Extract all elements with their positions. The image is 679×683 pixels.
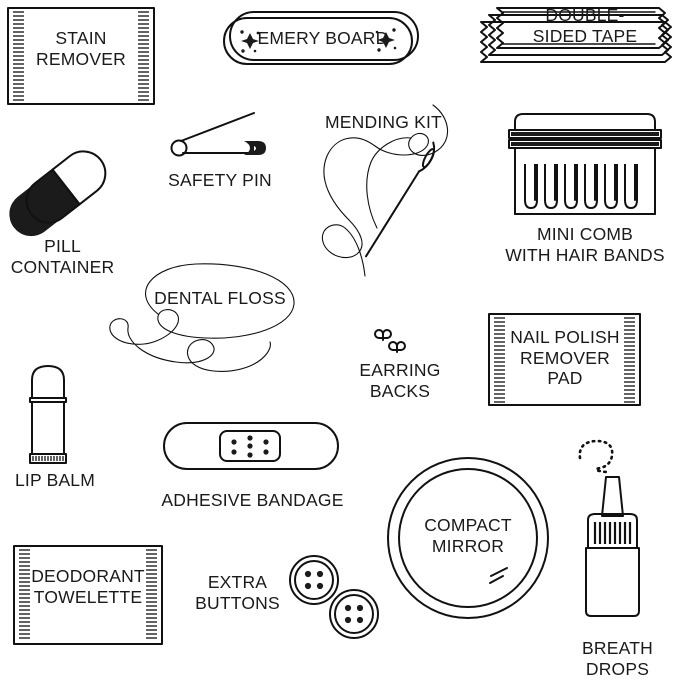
button-icon	[289, 555, 379, 639]
label-emery-board: EMERY BOARD	[257, 28, 389, 48]
tape-strips-icon	[480, 7, 672, 63]
item-safety-pin[interactable]	[168, 108, 278, 163]
label-breath-drops: BREATH DROPS	[582, 638, 653, 679]
label-deodorant-towelette: DEODORANT TOWELETTE	[31, 566, 145, 607]
item-breath-drops[interactable]	[572, 436, 664, 626]
needle-and-thread-icon	[321, 104, 449, 277]
item-deodorant-towelette[interactable]	[12, 544, 164, 646]
item-pill-container[interactable]	[9, 142, 118, 237]
label-double-sided-tape: DOUBLE- SIDED TAPE	[532, 5, 638, 46]
needle	[365, 141, 436, 258]
bandage-pad-holes	[231, 435, 269, 458]
round-mirror-icon	[387, 457, 549, 619]
label-compact-mirror: COMPACT MIRROR	[424, 515, 512, 556]
item-mending-kit[interactable]	[305, 100, 485, 285]
label-extra-buttons: EXTRA BUTTONS	[195, 572, 280, 613]
button-1	[289, 555, 339, 605]
sachet-packet-icon	[7, 7, 155, 105]
lip-balm-tube-icon	[29, 365, 67, 464]
floss-thread-icon	[109, 263, 295, 372]
safety-pin-icon	[170, 112, 266, 157]
label-adhesive-bandage: ADHESIVE BANDAGE	[161, 490, 344, 510]
sparkle-left	[240, 30, 260, 53]
sachet-packet-icon	[13, 545, 163, 645]
label-mini-comb: MINI COMB WITH HAIR BANDS	[505, 224, 665, 265]
label-dental-floss: DENTAL FLOSS	[154, 288, 286, 308]
comb-icon	[508, 113, 662, 215]
button-2	[329, 589, 379, 639]
item-adhesive-bandage[interactable]	[162, 418, 340, 474]
sparkle-right	[375, 28, 397, 52]
item-dental-floss[interactable]	[100, 258, 320, 388]
item-stain-remover[interactable]	[6, 6, 156, 106]
capsule-icon	[9, 150, 107, 237]
label-nail-polish-remover-pad: NAIL POLISH REMOVER PAD	[510, 327, 620, 389]
label-earring-backs: EARRING BACKS	[359, 360, 441, 401]
item-earring-backs[interactable]	[374, 328, 422, 362]
item-emery-board[interactable]	[222, 8, 422, 68]
item-compact-mirror[interactable]	[385, 455, 551, 621]
label-lip-balm: LIP BALM	[14, 470, 96, 490]
breath-puff	[578, 439, 614, 474]
label-stain-remover: STAIN REMOVER	[36, 28, 126, 69]
nail-file-icon	[223, 11, 419, 65]
item-double-sided-tape[interactable]	[465, 2, 677, 74]
label-safety-pin: SAFETY PIN	[168, 170, 272, 190]
bandage-icon	[163, 422, 339, 470]
dropper-bottle-icon	[578, 439, 640, 617]
mirror-glint	[489, 567, 508, 584]
earring-back-icon	[374, 329, 406, 353]
item-nail-polish-remover-pad[interactable]	[487, 312, 642, 407]
label-mending-kit: MENDING KIT	[325, 112, 442, 132]
sachet-packet-icon	[488, 313, 641, 406]
label-pill-container: PILL CONTAINER	[10, 236, 115, 277]
cap-ridges	[593, 522, 632, 544]
item-mini-comb[interactable]	[505, 108, 665, 220]
item-extra-buttons[interactable]	[288, 552, 388, 644]
item-lip-balm[interactable]	[24, 362, 84, 467]
